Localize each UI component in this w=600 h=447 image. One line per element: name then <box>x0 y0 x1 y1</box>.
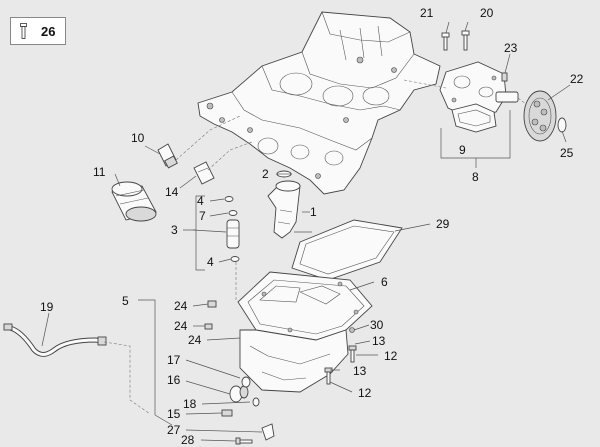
pump-rotor-22 <box>523 90 557 142</box>
label-8: 8 <box>472 170 479 184</box>
pin-23 <box>501 72 508 82</box>
bolt-28 <box>235 437 253 445</box>
label-4-top: 4 <box>197 194 204 208</box>
bolt-icon <box>20 23 27 39</box>
label-24-low: 24 <box>188 333 202 347</box>
label-3: 3 <box>171 223 178 237</box>
pump-bolt-21 <box>441 32 450 51</box>
label-25: 25 <box>560 146 574 160</box>
part-labels: 1 2 3 4 4 5 6 7 8 9 10 11 12 12 13 13 14… <box>40 6 584 447</box>
crankcase <box>197 11 441 195</box>
fitting-10 <box>157 143 178 169</box>
label-13-upper: 13 <box>372 334 386 348</box>
label-24-mid: 24 <box>174 319 188 333</box>
label-9: 9 <box>459 143 466 157</box>
label-27: 27 <box>167 423 181 437</box>
label-17: 17 <box>167 353 181 367</box>
label-12-upper: 12 <box>384 349 398 363</box>
label-21: 21 <box>420 6 434 20</box>
label-1: 1 <box>310 205 317 219</box>
washer-7 <box>228 210 238 216</box>
leader-lines <box>41 21 571 442</box>
oil-pump <box>439 61 519 133</box>
label-15: 15 <box>167 407 181 421</box>
label-2: 2 <box>262 167 269 181</box>
label-23: 23 <box>504 41 518 55</box>
label-30: 30 <box>370 318 384 332</box>
label-14: 14 <box>165 185 179 199</box>
label-4-bottom: 4 <box>207 255 214 269</box>
oil-filter-11 <box>111 181 157 222</box>
hose-19 <box>3 323 107 357</box>
pump-bolt-20 <box>461 30 470 51</box>
assembly-lines <box>103 79 527 415</box>
label-18: 18 <box>183 397 197 411</box>
washer-17 <box>241 376 251 388</box>
label-12-lower: 12 <box>358 386 372 400</box>
label-24-top: 24 <box>174 299 188 313</box>
label-19: 19 <box>40 300 54 314</box>
label-13-lower: 13 <box>353 364 367 378</box>
label-20: 20 <box>480 6 494 20</box>
plug-16 <box>229 385 249 403</box>
plug-15 <box>221 409 233 417</box>
strainer-1 <box>267 180 301 239</box>
sensor-14 <box>193 161 215 185</box>
label-22: 22 <box>570 72 584 86</box>
legend-box: 26 <box>10 17 66 45</box>
oil-sump-6 <box>237 271 373 393</box>
bracket-27 <box>261 423 275 441</box>
label-16: 16 <box>167 373 181 387</box>
legend-label: 26 <box>41 24 56 39</box>
gasket-29 <box>291 219 403 281</box>
sump-bolts-12-13 <box>324 327 357 385</box>
o-ring-4-top <box>224 196 234 202</box>
o-ring-4-bottom <box>230 256 240 262</box>
label-6: 6 <box>381 275 388 289</box>
label-7: 7 <box>199 209 206 223</box>
o-ring-25 <box>557 117 567 133</box>
valve-body-3 <box>226 219 240 249</box>
label-11: 11 <box>93 165 106 179</box>
label-28: 28 <box>181 433 195 447</box>
small-parts-24 <box>204 300 217 330</box>
label-10: 10 <box>131 131 145 145</box>
label-5: 5 <box>122 294 129 308</box>
washer-18 <box>252 397 260 407</box>
label-29: 29 <box>436 217 450 231</box>
